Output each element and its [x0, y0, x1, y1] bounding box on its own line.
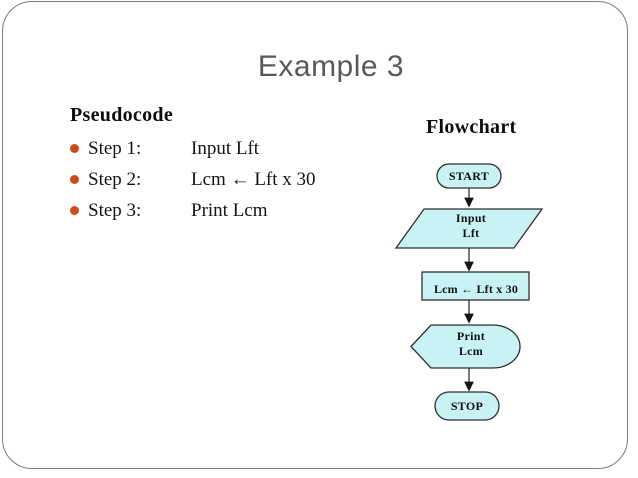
flowchart-heading: Flowchart [426, 116, 517, 138]
pseudocode-steps: Step 1: Input Lft Step 2: Lcm ← Lft x 30… [70, 138, 390, 231]
bullet-icon [70, 175, 79, 184]
flowchart-diagram [394, 163, 544, 421]
start-terminator-shape [436, 163, 502, 189]
bullet-icon [70, 206, 79, 215]
print-node-label: Print Lcm [456, 329, 486, 358]
step-3-label: Step 3: [88, 200, 142, 221]
step-2-text: Lcm ← Lft x 30 [191, 169, 316, 190]
input-node-label: Input Lft [455, 211, 487, 240]
step-1-label: Step 1: [88, 138, 142, 159]
bullet-icon [70, 144, 79, 153]
input-parallelogram-shape [394, 208, 544, 249]
step-3-text: Print Lcm [191, 200, 268, 221]
step-row-2: Step 2: Lcm ← Lft x 30 [70, 169, 390, 200]
flow-shapes [394, 163, 544, 421]
step-2-label: Step 2: [88, 169, 142, 190]
assign-node-label: Lcm ← Lft x 30 [433, 282, 519, 296]
stop-node-label: STOP [450, 399, 484, 413]
step-row-3: Step 3: Print Lcm [70, 200, 390, 231]
assign-rectangle-shape [421, 271, 530, 301]
stop-terminator-shape [434, 391, 500, 421]
step-row-1: Step 1: Input Lft [70, 138, 390, 169]
pseudocode-heading: Pseudocode [70, 104, 173, 126]
print-display-shape [410, 324, 521, 369]
step-1-text: Input Lft [191, 138, 260, 159]
slide-title: Example 3 [257, 50, 405, 83]
start-node-label: START [448, 169, 490, 183]
